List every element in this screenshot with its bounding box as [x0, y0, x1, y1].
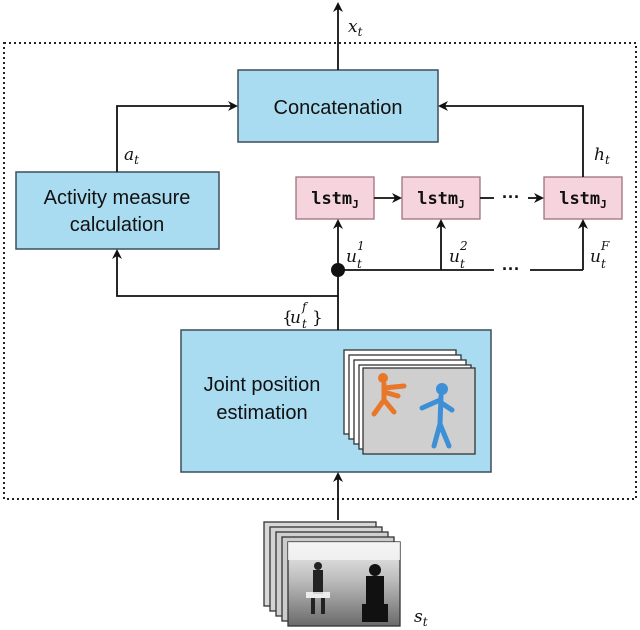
svg-text:t: t: [601, 257, 606, 271]
lstm-box-2: lstmJ: [401, 176, 481, 220]
activity-measure-label-line1: Activity measure: [44, 187, 191, 209]
lstm-ellipsis: ···: [502, 187, 520, 207]
label-u-t-f-set: { u f t }: [282, 300, 323, 331]
joint-position-label-line1: Joint position: [204, 374, 321, 396]
svg-text:lstmJ: lstmJ: [417, 189, 465, 211]
svg-text:1: 1: [357, 239, 365, 253]
svg-text:t: t: [302, 317, 307, 331]
label-x-t: xt: [348, 17, 363, 39]
video-figure-right: [362, 564, 388, 622]
lstm-F-subscript: J: [600, 198, 607, 211]
svg-text:f: f: [301, 300, 309, 314]
lstm-box-1: lstmJ: [295, 176, 375, 220]
label-u-t-1: u 1 t: [346, 239, 365, 271]
orange-skeleton-figure: [371, 373, 407, 417]
activity-to-concat-arrow: [116, 101, 238, 172]
joints-to-activity-arrow: [112, 249, 338, 297]
activity-measure-label-line2: calculation: [70, 214, 165, 236]
concatenation-box: Concatenation: [237, 69, 439, 143]
label-s-t: st: [414, 607, 428, 629]
label-h-t: ht: [594, 145, 610, 167]
lstm-1-subscript: J: [352, 198, 359, 211]
svg-text:F: F: [600, 239, 610, 253]
svg-text:lstmJ: lstmJ: [311, 189, 359, 211]
label-a-t: at: [124, 145, 139, 167]
joint-position-label-line2: estimation: [216, 402, 307, 424]
svg-text:2: 2: [459, 239, 468, 253]
label-u-t-2: u 2 t: [449, 239, 468, 271]
svg-text:u: u: [590, 247, 601, 267]
model-boundary: [3, 42, 637, 500]
svg-text:lstmJ: lstmJ: [559, 189, 607, 211]
svg-text:u: u: [290, 308, 301, 328]
hidden-to-concat-arrow: [438, 101, 584, 177]
svg-text:{: {: [282, 308, 293, 328]
lstm-1-label: lstm: [311, 189, 352, 209]
concatenation-label: Concatenation: [274, 97, 403, 119]
input-video-frames: [263, 521, 401, 627]
blue-skeleton-figure: [419, 383, 455, 449]
lstm-box-F: lstmJ: [543, 176, 623, 220]
junction-dot: [331, 263, 345, 277]
label-u-t-F: u F t: [590, 239, 610, 271]
video-figure-left: [306, 562, 330, 614]
svg-text:t: t: [357, 257, 362, 271]
lstm-2-label: lstm: [417, 189, 458, 209]
svg-text:u: u: [449, 247, 460, 267]
pose-frames-stack: [343, 349, 476, 455]
svg-text:u: u: [346, 247, 357, 267]
activity-measure-box: Activity measure calculation: [15, 171, 220, 250]
lstm-2-subscript: J: [458, 198, 465, 211]
u-ellipsis: ···: [502, 259, 520, 279]
svg-text:}: }: [312, 308, 323, 328]
lstm-F-label: lstm: [559, 189, 600, 209]
svg-text:t: t: [460, 257, 465, 271]
